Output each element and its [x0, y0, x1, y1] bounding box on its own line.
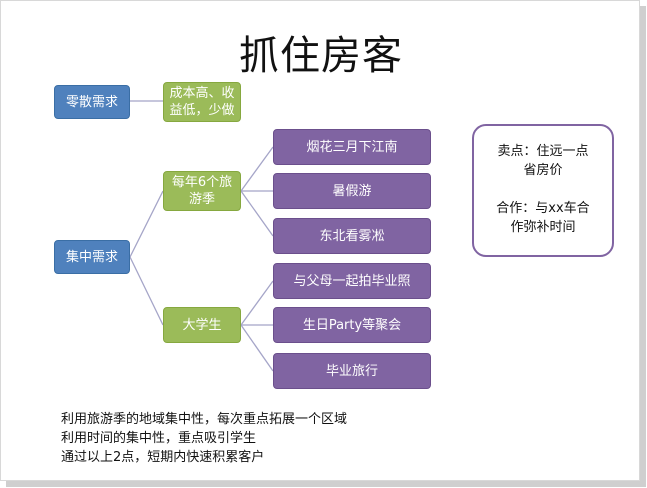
node-travel-seasons-line1: 每年6个旅 — [171, 175, 233, 190]
note-line: 利用时间的集中性，重点吸引学生 — [61, 431, 257, 446]
connector-college-item1 — [240, 280, 274, 326]
callout-box: 卖点：住远一点 省房价 合作：与xx车合 作弥补时间 — [472, 124, 614, 257]
slide-shadow-right — [640, 6, 646, 484]
node-college-students: 大学生 — [163, 307, 241, 343]
node-college-item: 生日Party等聚会 — [273, 307, 431, 343]
connector-concentrated-seasons — [129, 190, 164, 258]
connector-concentrated-college — [129, 256, 164, 326]
callout-selling-point-line1: 卖点：住远一点 — [497, 144, 589, 159]
slide-title: 抓住房客 — [239, 33, 403, 79]
node-scattered-desc-line2: 益低，少做 — [169, 103, 235, 118]
note-line: 通过以上2点，短期内快速积累客户 — [61, 450, 265, 465]
connector-seasons-item3 — [240, 190, 274, 237]
node-season-item: 东北看雾凇 — [273, 218, 431, 254]
node-travel-seasons: 每年6个旅 游季 — [163, 171, 241, 211]
node-college-item: 毕业旅行 — [273, 353, 431, 389]
callout-selling-point: 卖点：住远一点 省房价 — [484, 142, 602, 180]
connector-college-item3 — [240, 324, 274, 372]
callout-selling-point-line2: 省房价 — [523, 163, 563, 178]
note-line: 利用旅游季的地域集中性，每次重点拓展一个区域 — [61, 412, 348, 427]
notes-text: 利用旅游季的地域集中性，每次重点拓展一个区域 利用时间的集中性，重点吸引学生 通… — [61, 410, 347, 467]
node-scattered-desc: 成本高、收 益低，少做 — [163, 82, 241, 122]
node-college-item: 与父母一起拍毕业照 — [273, 263, 431, 299]
callout-cooperation-line1: 合作：与xx车合 — [496, 201, 590, 216]
node-concentrated-demand: 集中需求 — [54, 240, 130, 274]
node-season-item: 烟花三月下江南 — [273, 129, 431, 165]
node-scattered-demand: 零散需求 — [54, 85, 130, 119]
callout-cooperation-line2: 作弥补时间 — [510, 220, 576, 235]
slide: 抓住房客 零散需求 成本高、收 益低，少做 集中需求 每年6个旅 游季 大学生 … — [0, 0, 640, 481]
callout-cooperation: 合作：与xx车合 作弥补时间 — [484, 199, 602, 237]
node-travel-seasons-line2: 游季 — [188, 192, 215, 207]
connector-seasons-item1 — [240, 146, 274, 192]
node-scattered-desc-line1: 成本高、收 — [169, 86, 235, 101]
connector-lines — [129, 100, 274, 372]
node-season-item: 暑假游 — [273, 173, 431, 209]
slide-shadow-bottom — [6, 481, 646, 487]
